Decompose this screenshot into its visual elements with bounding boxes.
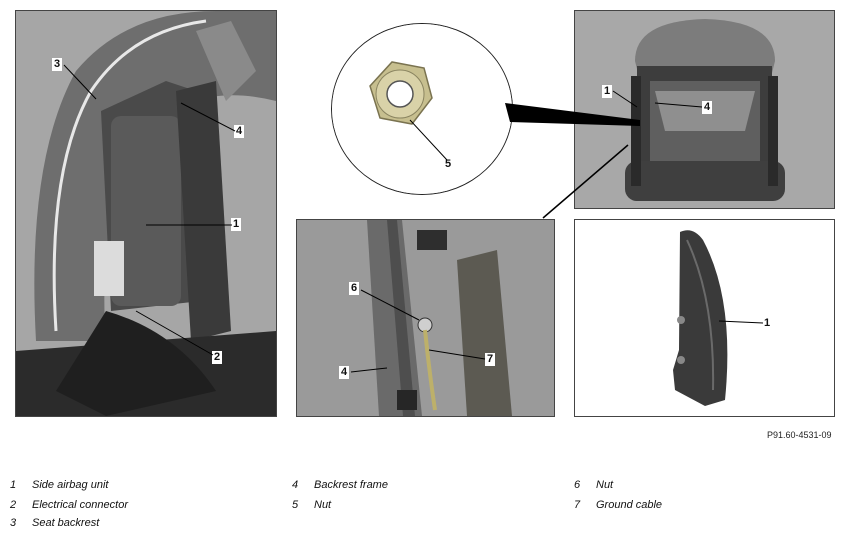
callout-3: 3 xyxy=(52,58,63,71)
legend-text: Electrical connector xyxy=(32,499,128,511)
seat-rear-illustration xyxy=(575,11,834,208)
nut-closeup-lens: 5 xyxy=(331,23,513,195)
legend-number: 1 xyxy=(10,479,17,491)
legend-number: 6 xyxy=(574,479,581,491)
frame-ground-illustration xyxy=(297,220,554,416)
callout-1: 1 xyxy=(762,317,773,330)
callout-1: 1 xyxy=(602,85,613,98)
callout-2: 2 xyxy=(212,351,223,364)
legend-item-1: 1 Side airbag unit xyxy=(10,479,108,491)
legend-text: Nut xyxy=(596,479,614,491)
legend-number: 3 xyxy=(10,517,17,529)
callout-7: 7 xyxy=(485,353,496,366)
legend-number: 4 xyxy=(292,479,299,491)
nut-illustration xyxy=(332,24,512,194)
callout-4: 4 xyxy=(234,125,245,138)
figure-reference: P91.60-4531-09 xyxy=(767,430,832,440)
photo-backrest-frame-ground: 6 7 4 xyxy=(296,219,555,417)
photo-seat-back-rear: 1 4 xyxy=(574,10,835,209)
photo-side-airbag-unit: 1 xyxy=(574,219,835,417)
legend-text: Ground cable xyxy=(596,499,663,511)
legend-item-3: 3 Seat backrest xyxy=(10,517,99,529)
legend-item-2: 2 Electrical connector xyxy=(10,499,128,511)
legend-text: Side airbag unit xyxy=(32,479,109,491)
legend-number: 2 xyxy=(10,499,17,511)
legend-item-7: 7 Ground cable xyxy=(574,499,662,511)
legend-number: 5 xyxy=(292,499,299,511)
callout-1: 1 xyxy=(231,218,242,231)
photo-seat-backrest-side: 3 4 1 2 xyxy=(15,10,277,417)
callout-4: 4 xyxy=(339,366,350,379)
legend-number: 7 xyxy=(574,499,581,511)
legend-text: Seat backrest xyxy=(32,517,100,529)
legend-item-5: 5 Nut xyxy=(292,499,331,511)
seat-backrest-illustration xyxy=(16,11,276,416)
legend-item-6: 6 Nut xyxy=(574,479,613,491)
legend-text: Nut xyxy=(314,499,332,511)
legend-item-4: 4 Backrest frame xyxy=(292,479,388,491)
airbag-unit-illustration xyxy=(575,220,834,416)
callout-5: 5 xyxy=(443,158,454,171)
callout-6: 6 xyxy=(349,282,360,295)
callout-4: 4 xyxy=(702,101,713,114)
legend-text: Backrest frame xyxy=(314,479,388,491)
